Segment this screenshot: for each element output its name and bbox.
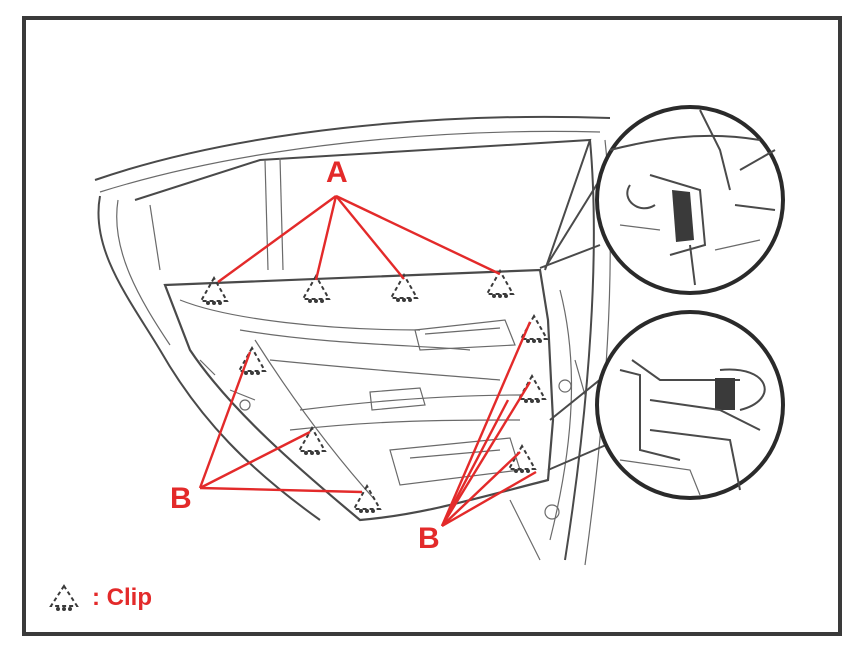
legend: : Clip <box>42 582 152 614</box>
clip-icon <box>298 427 326 456</box>
clip-icon <box>486 270 514 299</box>
legend-label: : Clip <box>92 584 152 611</box>
clip-triangle-icon <box>49 584 79 611</box>
label-b-left: B <box>170 482 192 515</box>
detail-callout-upper <box>595 105 785 295</box>
label-a: A <box>326 156 348 189</box>
leader-lines-a <box>217 194 501 283</box>
clip-icon <box>518 375 546 404</box>
clip-icon <box>353 485 381 514</box>
leader-lines-b-left <box>198 351 363 494</box>
clip-icon <box>520 315 548 344</box>
clip-icon <box>390 274 418 303</box>
leader-lines-b-right <box>440 321 537 528</box>
detail-callout-lower <box>595 310 785 500</box>
label-b-right: B <box>418 522 440 555</box>
door-trim-panel <box>163 268 555 522</box>
